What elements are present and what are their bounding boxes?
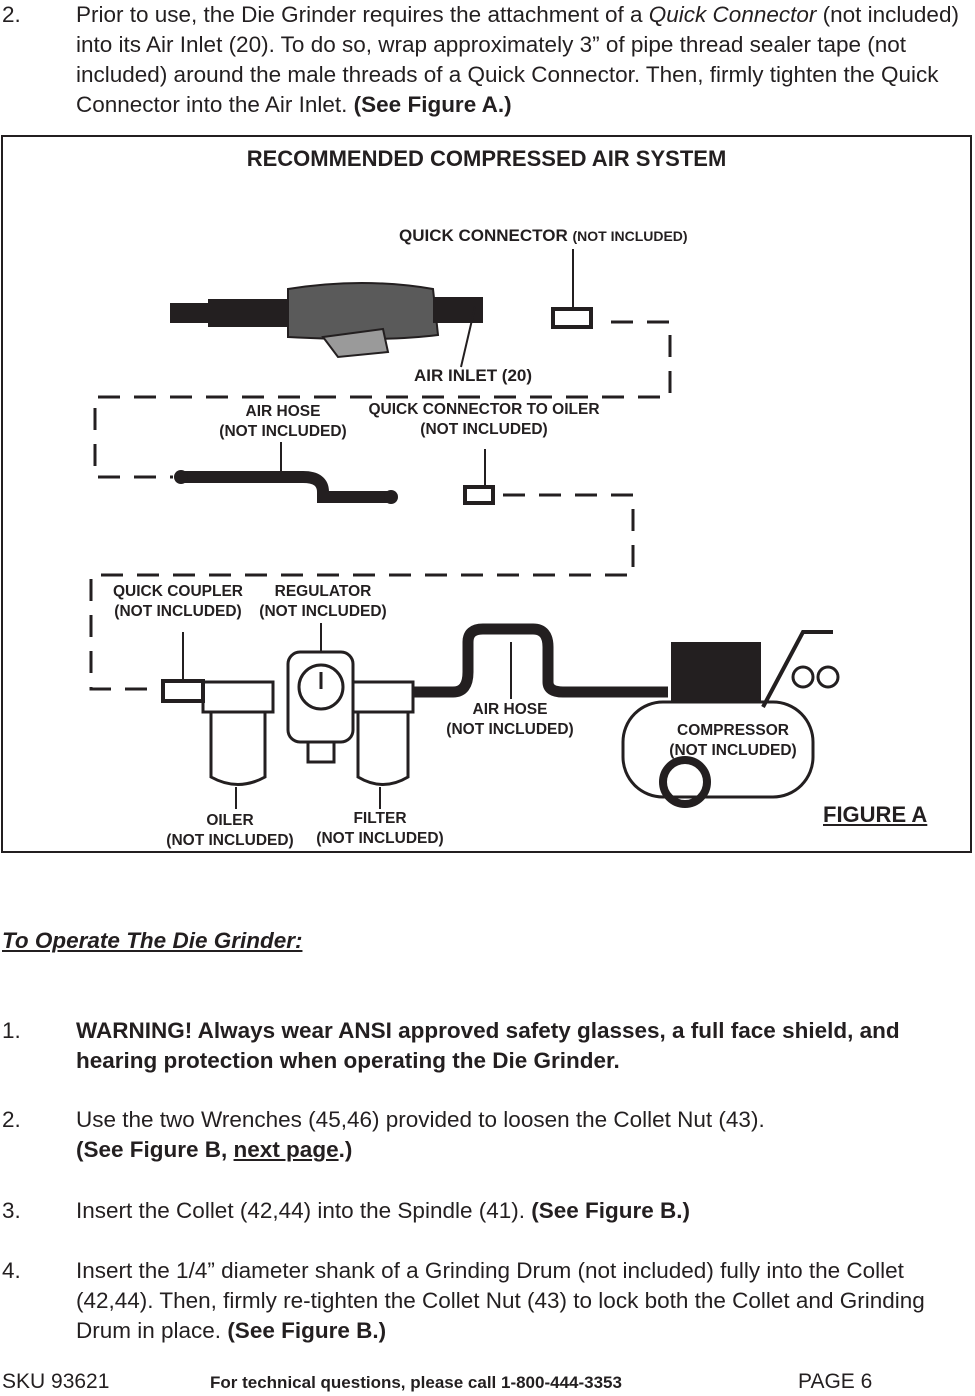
air-hose-bottom-image (413, 623, 668, 699)
dashed-connection-middle (89, 493, 635, 691)
air-hose-top-image (174, 442, 398, 504)
label-filter: FILTER(NOT INCLUDED) (316, 810, 444, 847)
step-text: Insert the Collet (42,44) into the Spind… (76, 1198, 691, 1223)
label-air-hose-top: AIR HOSE(NOT INCLUDED) (219, 403, 347, 440)
quick-connector-image (551, 249, 593, 329)
label-regulator: REGULATOR(NOT INCLUDED) (259, 583, 387, 620)
intro-step-text: Prior to use, the Die Grinder requires t… (76, 2, 959, 117)
label-qc-to-oiler: QUICK CONNECTOR TO OILER(NOT INCLUDED) (368, 401, 600, 438)
label-air-hose-bottom: AIR HOSE(NOT INCLUDED) (446, 701, 574, 738)
label-oiler: OILER(NOT INCLUDED) (166, 812, 294, 849)
label-quick-connector: QUICK CONNECTOR (NOT INCLUDED) (399, 226, 688, 245)
step-number: 1. (2, 1018, 21, 1043)
qc-to-oiler-image (463, 449, 495, 505)
label-air-inlet: AIR INLET (20) (413, 366, 533, 385)
label-quick-coupler: QUICK COUPLER(NOT INCLUDED) (112, 583, 244, 620)
figure-a: RECOMMENDED COMPRESSED AIR SYSTEM QUICK … (1, 135, 972, 853)
footer-sku: SKU 93621 (2, 1370, 110, 1393)
intro-step-number: 2. (2, 2, 21, 27)
step-number: 3. (2, 1198, 21, 1223)
footer-tech-support: For technical questions, please call 1-8… (210, 1373, 622, 1392)
die-grinder-image (170, 282, 483, 359)
step-text: WARNING! Always wear ANSI approved safet… (76, 1018, 900, 1073)
step-text: Insert the 1/4” diameter shank of a Grin… (76, 1258, 925, 1343)
section-heading: To Operate The Die Grinder: (2, 928, 303, 953)
step-number: 4. (2, 1258, 21, 1283)
air-system-diagram (89, 249, 840, 809)
label-compressor: COMPRESSOR(NOT INCLUDED) (669, 722, 797, 759)
page-footer: SKU 93621 For technical questions, pleas… (0, 1370, 975, 1396)
footer-page-number: PAGE 6 (798, 1370, 873, 1393)
dashed-connection-top (93, 320, 672, 479)
figure-caption: FIGURE A (823, 802, 928, 827)
figure-title: RECOMMENDED COMPRESSED AIR SYSTEM (246, 146, 727, 171)
step-number: 2. (2, 1107, 21, 1132)
next-page-link[interactable]: next page (233, 1137, 339, 1162)
frl-unit-image (161, 623, 415, 809)
step-text: Use the two Wrenches (45,46) provided to… (76, 1107, 765, 1162)
compressor-image (621, 630, 840, 808)
